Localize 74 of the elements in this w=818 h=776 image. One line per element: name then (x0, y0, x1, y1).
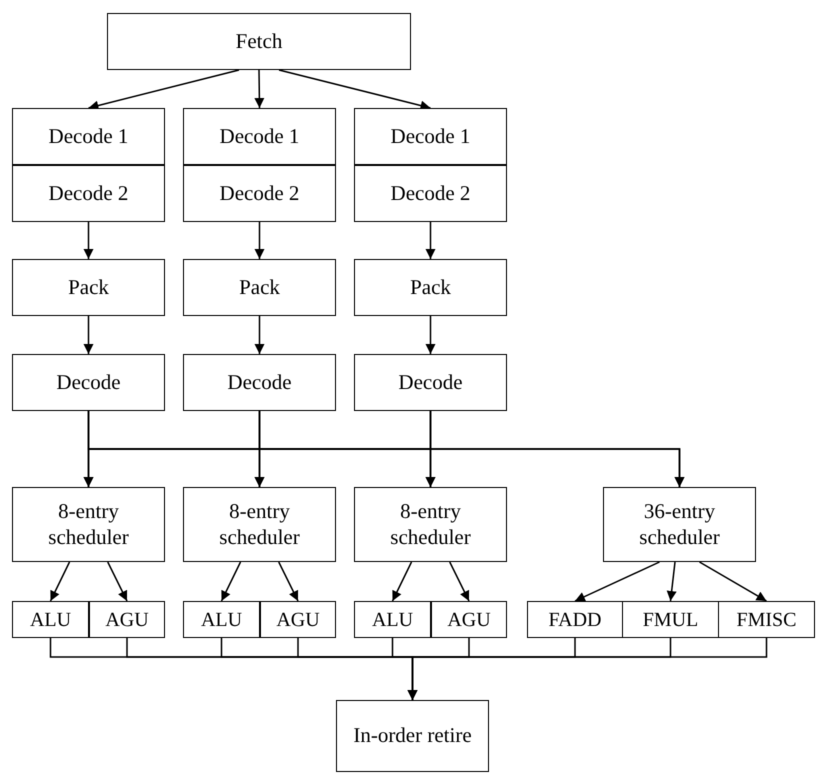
stage-box (260, 601, 336, 638)
arrow (220, 562, 242, 602)
stage-box (183, 487, 336, 562)
stage-label: Decode (398, 370, 463, 396)
stage-label: Decode 2 (48, 180, 128, 206)
stage-label: Pack (239, 274, 280, 300)
arrow (392, 562, 412, 602)
stage-box (336, 700, 489, 772)
stage-box (12, 487, 165, 562)
stage-box (354, 487, 507, 562)
arrow (254, 70, 264, 108)
stage-label: Pack (68, 274, 109, 300)
stage-label: Decode 1 (390, 124, 470, 150)
stage-box (527, 601, 623, 638)
arrow (574, 561, 660, 602)
stage-label: In-order retire (353, 723, 472, 749)
arrow (666, 562, 677, 602)
arrow (426, 316, 436, 354)
stage-label: 36-entry scheduler (638, 499, 721, 550)
stage-label: FADD (548, 608, 602, 632)
stage-box (354, 354, 507, 411)
stage-label: 8-entry scheduler (218, 499, 301, 550)
arrow (426, 222, 436, 259)
arrow (254, 316, 264, 354)
stage-label: Decode 2 (390, 180, 470, 206)
stage-box (183, 601, 260, 638)
stage-box (12, 354, 165, 411)
stage-box (12, 259, 165, 316)
arrow (430, 411, 684, 487)
stage-label: AGU (105, 608, 149, 632)
stage-box (431, 601, 507, 638)
stage-box (354, 259, 507, 316)
stage-label: Decode 2 (220, 180, 300, 206)
arrow (699, 561, 767, 602)
stage-label: Decode (56, 370, 121, 396)
stage-box (183, 354, 336, 411)
stage-label: 8-entry scheduler (47, 499, 130, 550)
stage-label: Fetch (236, 28, 282, 54)
stage-label: 8-entry scheduler (389, 499, 472, 550)
arrow (449, 562, 470, 602)
arrow (278, 562, 299, 602)
stage-label: Decode 1 (220, 124, 300, 150)
stage-label: Decode 1 (48, 124, 128, 150)
stage-box (12, 108, 165, 165)
stage-box (718, 601, 815, 638)
arrow (408, 638, 768, 700)
stage-box (603, 487, 756, 562)
stage-box (107, 13, 411, 70)
stage-label: ALU (372, 608, 414, 632)
stage-label: AGU (276, 608, 320, 632)
arrow (84, 222, 94, 259)
stage-box (354, 108, 507, 165)
arrow (278, 69, 431, 110)
arrow (50, 562, 70, 602)
stage-box (622, 601, 719, 638)
arrow (107, 562, 128, 602)
stage-label: ALU (30, 608, 72, 632)
stage-label: FMISC (736, 608, 797, 632)
stage-box (354, 601, 431, 638)
stage-label: Decode (227, 370, 292, 396)
stage-label: FMUL (642, 608, 698, 632)
stage-box (89, 601, 165, 638)
stage-box (183, 259, 336, 316)
arrow (84, 316, 94, 354)
stage-box (12, 601, 89, 638)
stage-label: AGU (447, 608, 491, 632)
stage-label: Pack (410, 274, 451, 300)
stage-box (183, 165, 336, 222)
stage-box (12, 165, 165, 222)
stage-box (183, 108, 336, 165)
stage-box (354, 165, 507, 222)
stage-label: ALU (200, 608, 242, 632)
arrow (254, 222, 264, 259)
arrow (88, 69, 240, 110)
